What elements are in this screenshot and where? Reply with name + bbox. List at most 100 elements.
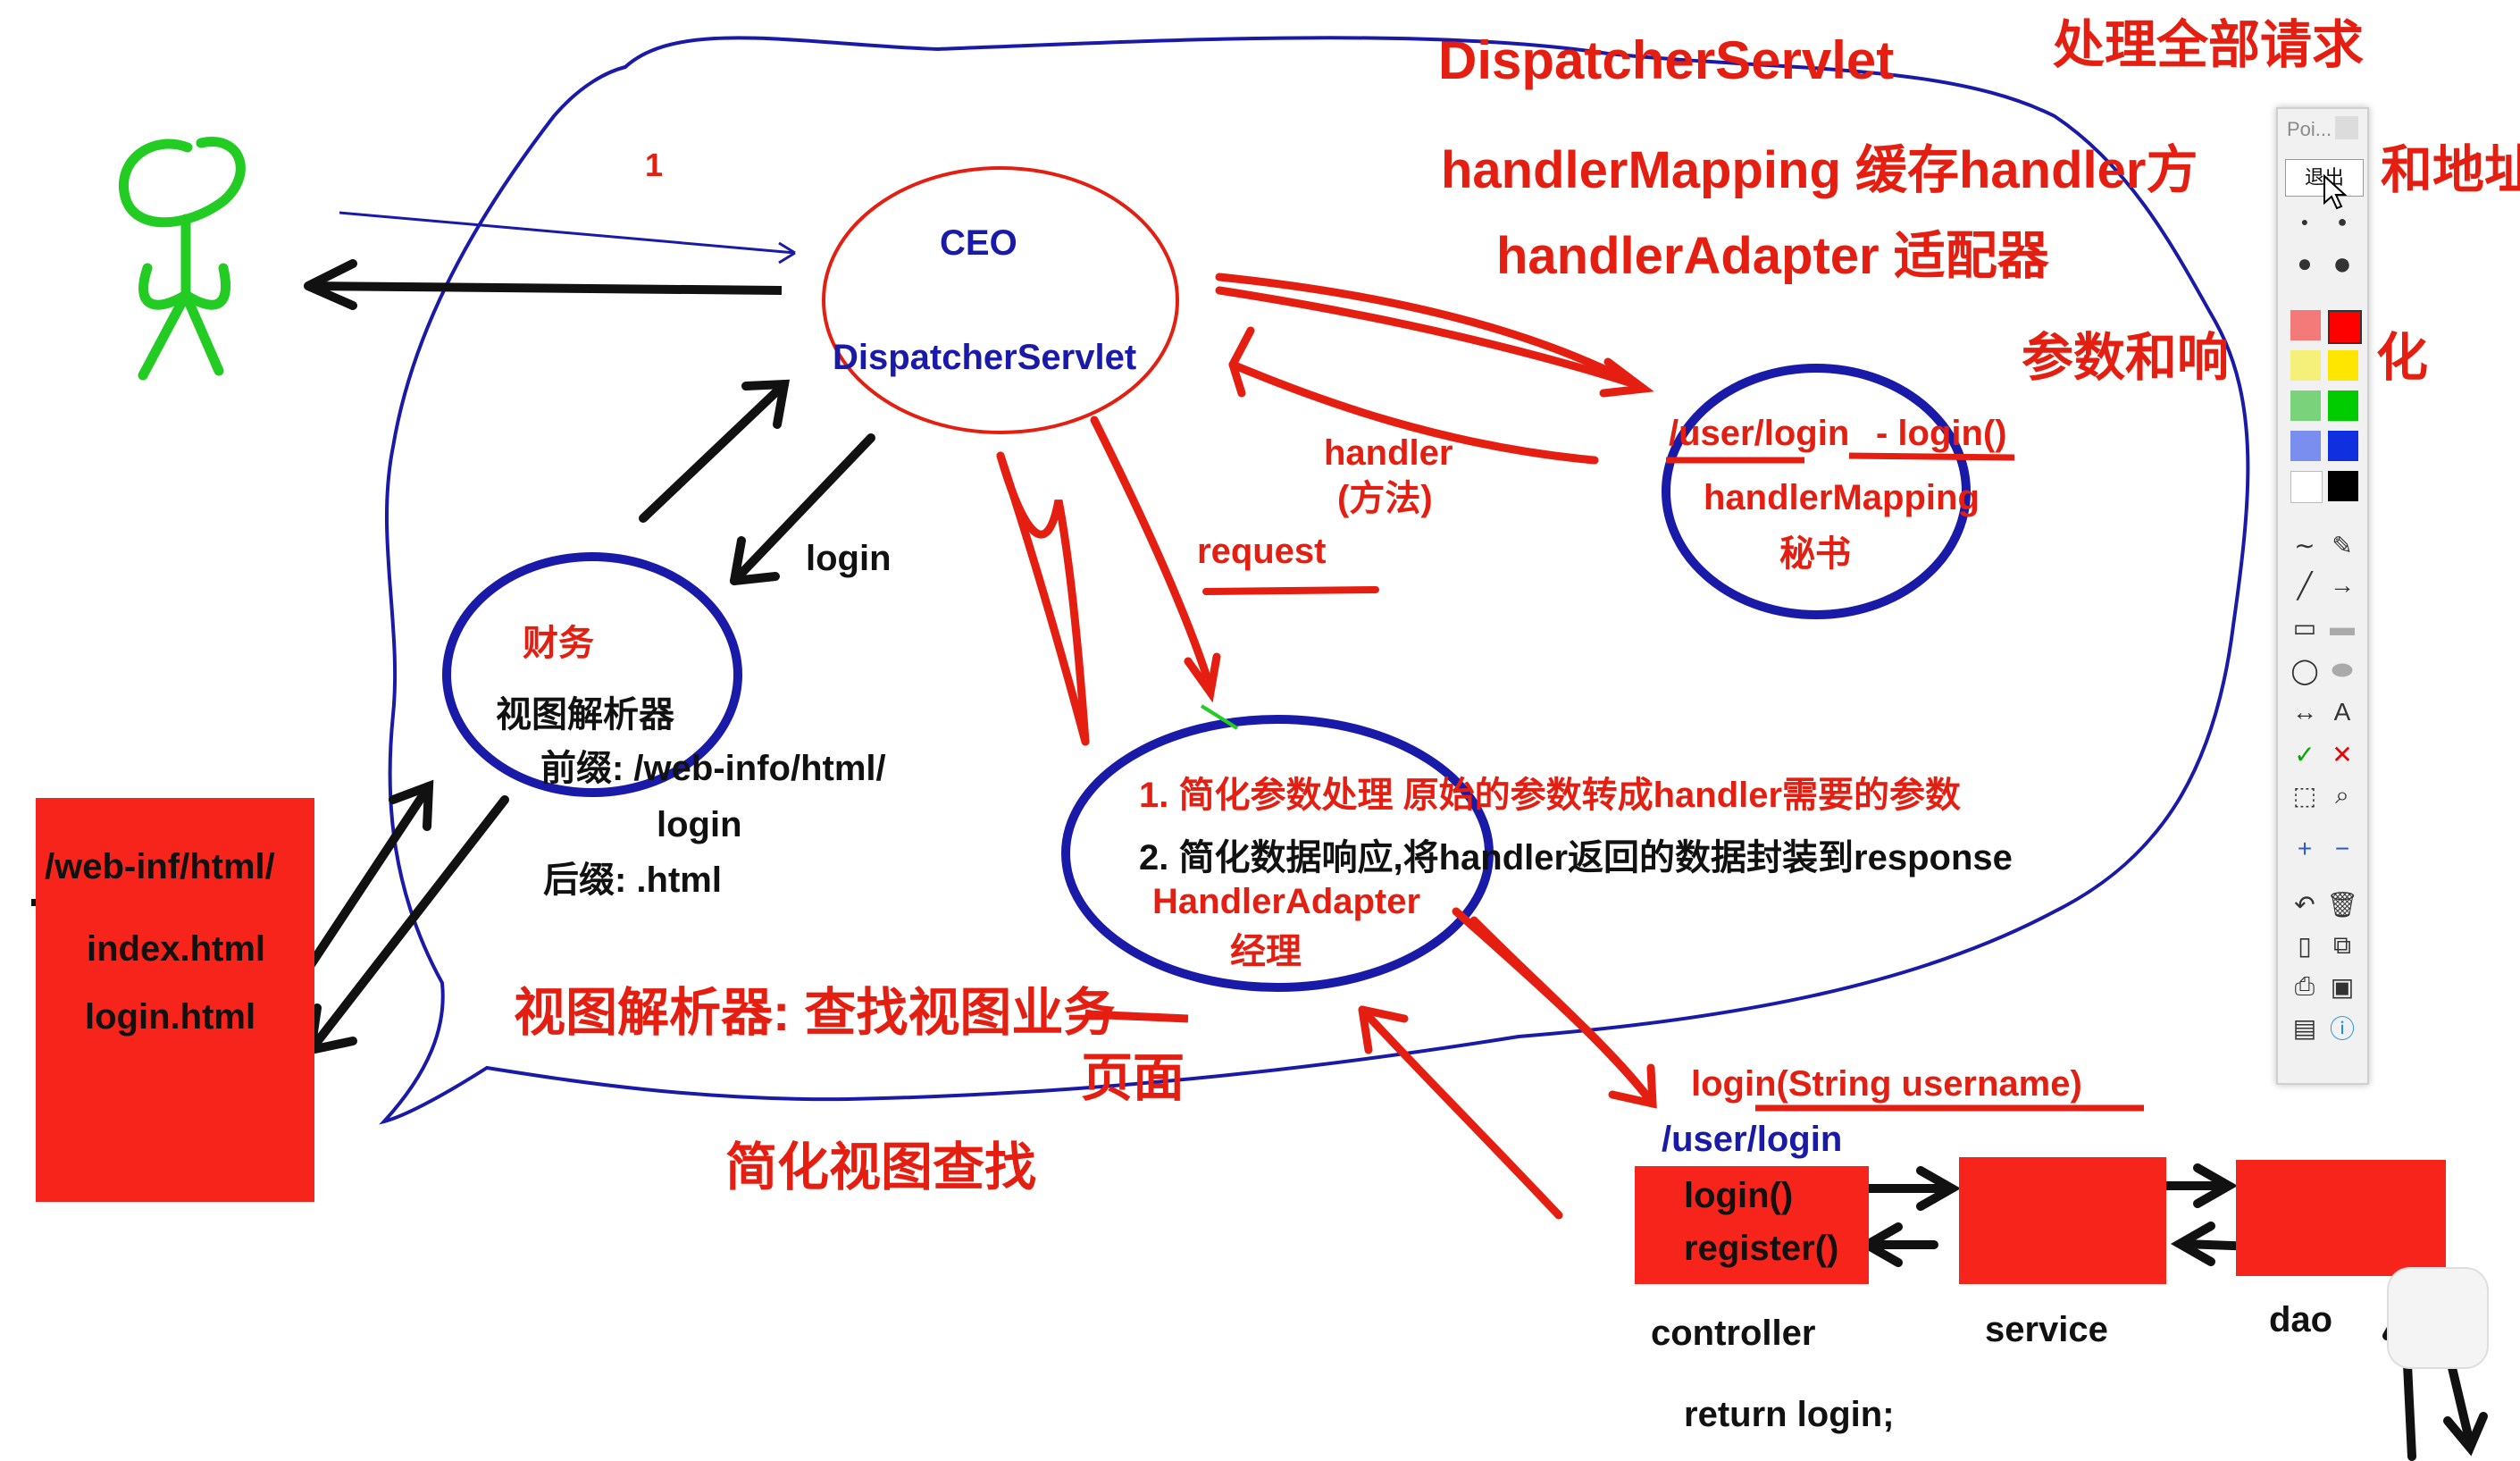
crop-select-icon[interactable]: ⬚ — [2292, 781, 2317, 810]
system-boundary-outline — [379, 36, 2250, 1125]
heading-params-tail: 化 — [2376, 329, 2429, 387]
layer-signature: login(String username) — [1691, 1064, 2082, 1104]
arrow-controller-to-adapter — [1358, 1005, 1563, 1220]
rectangle-tool-icon[interactable]: ▭ — [2292, 613, 2317, 642]
pen-size-medium-icon[interactable]: ● — [2337, 212, 2348, 231]
toolbar-close-button[interactable] — [2335, 116, 2358, 139]
finance-name: 视图解析器 — [496, 695, 674, 735]
mapping-method: - login() — [1876, 414, 2007, 453]
color-white-swatch[interactable] — [2290, 471, 2323, 503]
zoom-in-icon[interactable]: + — [2297, 835, 2313, 862]
info-icon[interactable]: ⓘ — [2329, 1015, 2355, 1043]
step-number: 1 — [645, 147, 664, 183]
color-green-swatch[interactable] — [2328, 390, 2358, 421]
request-underline — [1202, 586, 1379, 595]
arrow-finance-to-ceo — [639, 379, 791, 523]
note-resolver: 视图解析器: 查找视图业务 — [514, 984, 1116, 1042]
arrow-ceo-to-adapter — [1090, 416, 1221, 703]
user-stick-figure — [119, 137, 246, 381]
finance-suffix: 后缀: .html — [543, 861, 722, 900]
mouse-cursor-icon — [2323, 174, 2348, 210]
undo-icon[interactable]: ↶ — [2294, 890, 2315, 919]
color-yellow-swatch[interactable] — [2328, 350, 2358, 381]
line-tool-icon[interactable]: ╱ — [2297, 571, 2313, 600]
color-light-yellow-swatch[interactable] — [2290, 350, 2321, 381]
mapping-method-underline — [1848, 452, 2015, 461]
layer-method-1: login() — [1684, 1176, 1794, 1215]
dao-box — [2236, 1160, 2446, 1276]
pen-size-large-icon[interactable]: ● — [2297, 249, 2313, 277]
filled-ellipse-tool-icon[interactable]: ⬬ — [2332, 655, 2353, 684]
layer-service: service — [1985, 1310, 2108, 1349]
label-handler: handler — [1324, 433, 1453, 473]
ellipse-tool-icon[interactable]: ◯ — [2290, 656, 2319, 684]
color-red-swatch[interactable] — [2328, 310, 2362, 344]
note-simplify: 简化视图查找 — [725, 1138, 1037, 1197]
adapter-item-1: 1. 简化参数处理 原始的参数转成handler需要的参数 — [1139, 776, 1962, 815]
adapter-item-2: 2. 简化数据响应,将handler返回的数据封装到response — [1139, 838, 2013, 877]
color-light-green-swatch[interactable] — [2290, 390, 2321, 421]
filled-rectangle-tool-icon[interactable]: ▬ — [2330, 613, 2355, 641]
zoom-out-icon[interactable]: − — [2334, 835, 2350, 862]
arrow-adapter-to-controller — [1452, 907, 1657, 1109]
screen-icon[interactable]: ▤ — [2292, 1013, 2317, 1042]
request-arrow-user-to-ceo — [339, 211, 796, 264]
color-light-blue-swatch[interactable] — [2290, 431, 2321, 461]
layer-method-2: register() — [1684, 1229, 1839, 1268]
heading-mapping: handlerMapping 缓存handler方 — [1441, 141, 2198, 199]
trash-icon[interactable]: 🗑 — [2326, 890, 2358, 919]
layer-dao: dao — [2269, 1300, 2333, 1339]
highlighter-icon[interactable]: ✎ — [2332, 531, 2353, 559]
ceo-name: DispatcherServlet — [833, 338, 1137, 377]
color-light-red-swatch[interactable] — [2290, 310, 2321, 340]
pen-toolbar: Poi... 退出 ● ● ● ● ∼ ✎ ╱ → ▭ ▬ ◯ ⬬ ↔ A ✓ … — [2276, 107, 2369, 1085]
service-box — [1959, 1157, 2166, 1284]
color-black-swatch[interactable] — [2328, 471, 2358, 501]
ceo-title: CEO — [940, 223, 1017, 263]
pen-size-small-icon[interactable]: ● — [2300, 214, 2309, 229]
strike-business — [1084, 1010, 1189, 1023]
double-arrow-tool-icon[interactable]: ↔ — [2292, 698, 2317, 726]
print-icon[interactable]: ⎙ — [2294, 971, 2315, 1000]
heading-mapping-tail: 和地址 — [2381, 141, 2520, 199]
check-mark-icon[interactable]: ✓ — [2294, 740, 2315, 768]
adapter-name: HandlerAdapter — [1152, 882, 1421, 921]
cross-mark-icon[interactable]: ✕ — [2332, 740, 2353, 768]
text-tool-icon[interactable]: A — [2333, 698, 2351, 726]
heading-dispatcher: DispatcherServlet — [1438, 30, 1895, 90]
save-icon[interactable]: ▣ — [2330, 972, 2355, 1001]
color-blue-swatch[interactable] — [2328, 431, 2358, 461]
mapping-node-outline — [1662, 364, 1971, 619]
label-handler-cn: (方法) — [1337, 479, 1433, 518]
response-arrow-ceo-to-user — [304, 259, 783, 310]
label-request: request — [1197, 532, 1327, 571]
finance-node-outline — [442, 552, 742, 797]
layer-path: /user/login — [1662, 1120, 1843, 1159]
copy-icon[interactable]: ⧉ — [2333, 930, 2351, 959]
files-index: index.html — [87, 929, 266, 969]
layer-controller: controller — [1651, 1314, 1816, 1353]
mapping-path: /user/login — [1669, 414, 1850, 453]
freehand-pen-icon[interactable]: ∼ — [2294, 531, 2315, 559]
adapter-role: 经理 — [1230, 932, 1302, 971]
new-page-icon[interactable]: ▯ — [2298, 931, 2312, 960]
ceo-node-outline — [822, 166, 1179, 434]
files-dir: /web-inf/html/ — [45, 847, 275, 886]
zoom-icon[interactable]: ⌕ — [2335, 780, 2349, 809]
green-mark — [1200, 704, 1239, 730]
layer-return: return login; — [1684, 1395, 1895, 1434]
heading-params: 参数和响 — [2022, 329, 2230, 387]
adapter-node-outline — [1061, 715, 1494, 992]
label-login: login — [806, 539, 892, 578]
pen-size-xlarge-icon[interactable]: ● — [2332, 245, 2352, 281]
finance-login: login — [657, 805, 742, 844]
heading-dispatcher-desc: 处理全部请求 — [2053, 16, 2365, 74]
finance-role: 财务 — [523, 624, 594, 663]
files-login: login.html — [85, 997, 256, 1037]
arrow-tool-icon[interactable]: → — [2330, 571, 2355, 599]
mapping-role: 秘书 — [1779, 534, 1851, 574]
mapping-name: handlerMapping — [1704, 478, 1980, 517]
video-watermark-icon — [2387, 1267, 2489, 1369]
arrow-ceo-mapping — [1215, 273, 1654, 465]
